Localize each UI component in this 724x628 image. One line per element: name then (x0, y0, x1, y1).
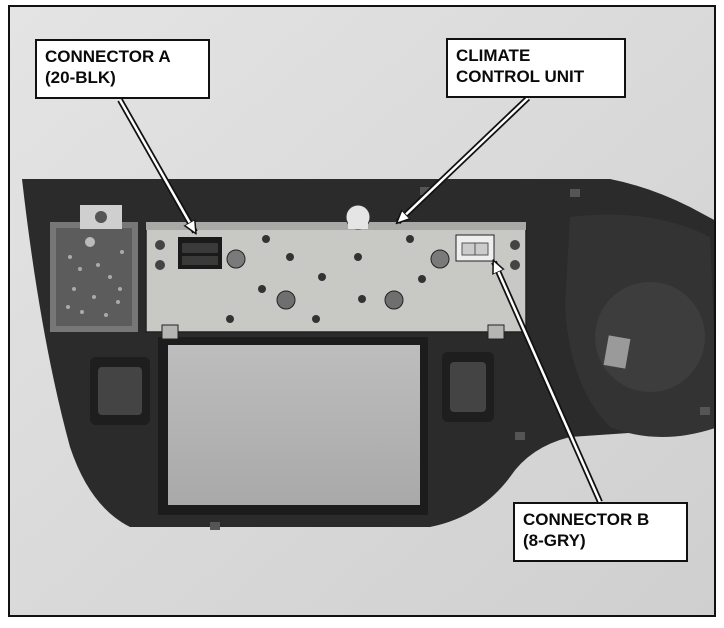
left-lower-switch-face (98, 367, 142, 415)
bezel-clip (700, 407, 710, 415)
connector-b-socket (455, 234, 495, 262)
climate-control-unit-label-line2: CONTROL UNIT (456, 67, 585, 86)
connector-a-label-line1: CONNECTOR A (45, 47, 171, 66)
right-lower-switch-face (450, 362, 486, 412)
climate-control-unit-label-line1: CLIMATE (456, 46, 531, 65)
bezel-clip (570, 189, 580, 197)
bezel-clip (515, 432, 525, 440)
bezel-clip (210, 522, 220, 530)
bezel-clip (420, 187, 430, 195)
connector-b-label: CONNECTOR B (8-GRY) (513, 502, 688, 562)
connector-a-label-line2: (20-BLK) (45, 68, 116, 87)
connector-b-label-line1: CONNECTOR B (523, 510, 650, 529)
connector-a-socket (178, 237, 222, 269)
right-label-sticker (603, 335, 631, 369)
connector-b-label-line2: (8-GRY) (523, 531, 586, 550)
connector-a-label: CONNECTOR A (20-BLK) (35, 39, 210, 99)
display-screen (168, 345, 420, 505)
climate-control-unit-panel (145, 204, 527, 340)
climate-control-unit-label: CLIMATE CONTROL UNIT (446, 38, 626, 98)
left-switch-board (50, 205, 138, 332)
